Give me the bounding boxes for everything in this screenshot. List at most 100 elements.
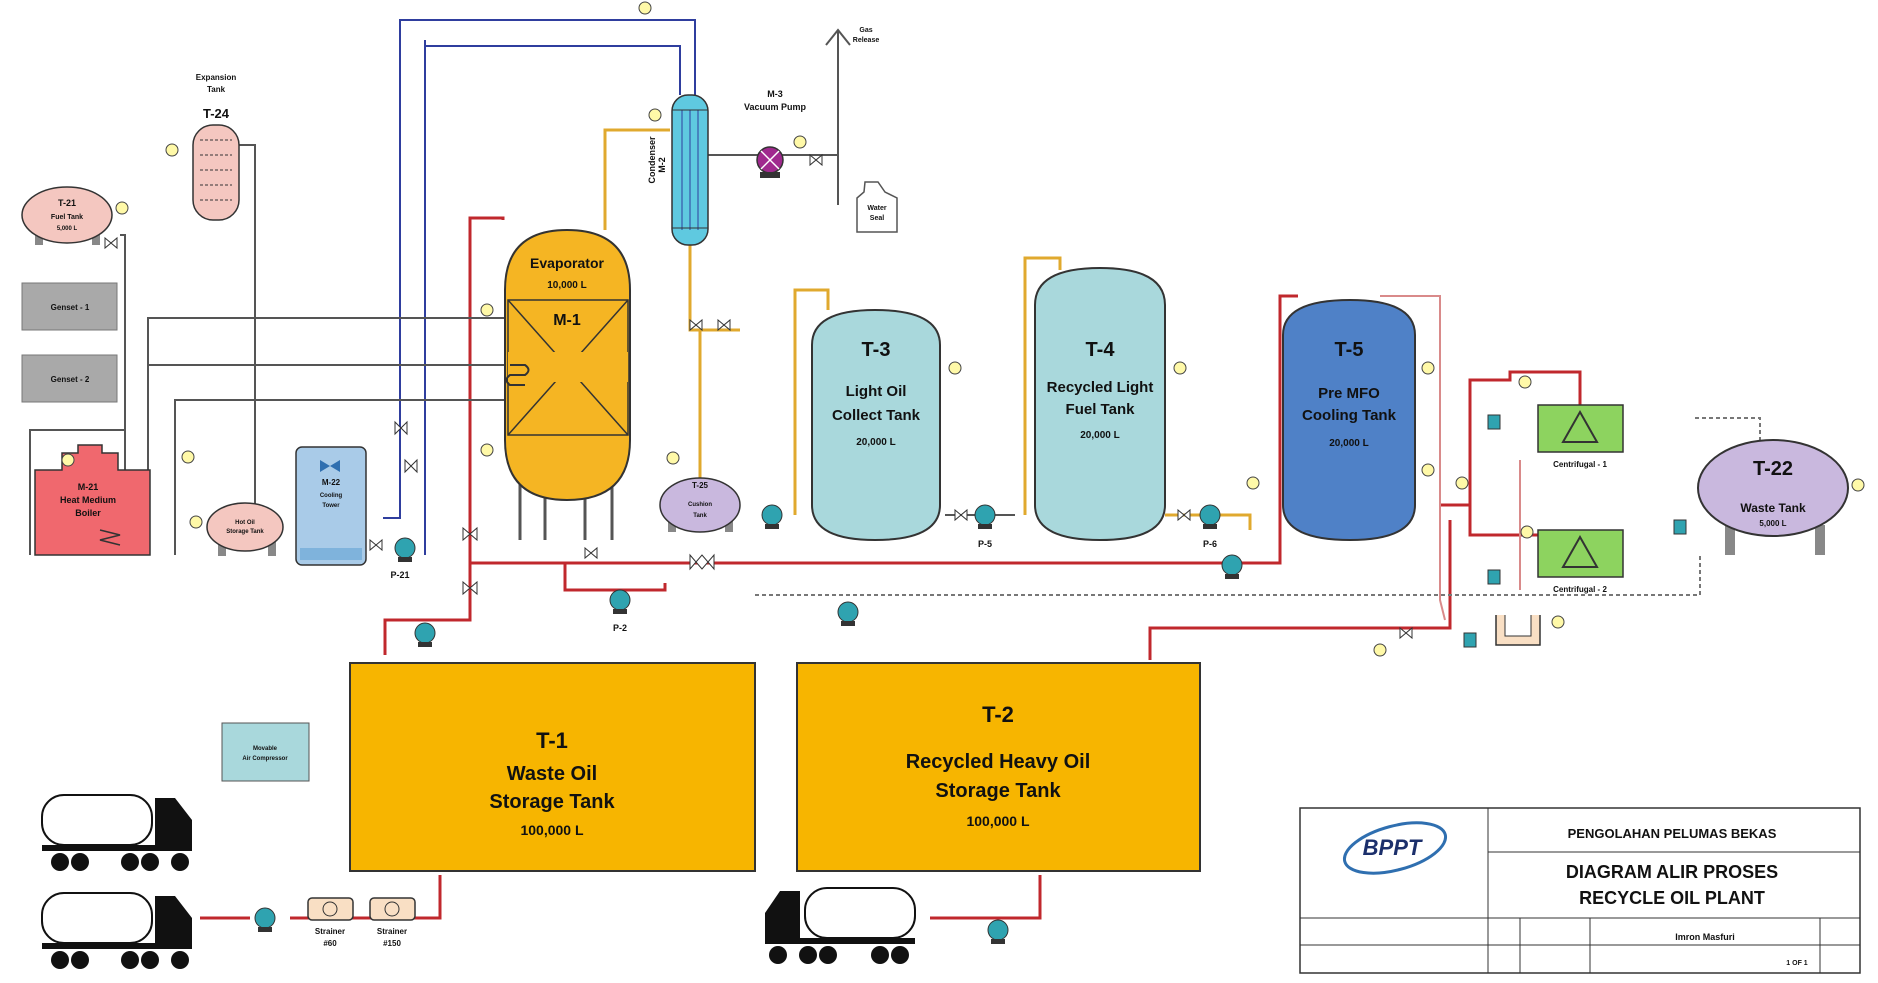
pump-p21[interactable]: P-21 [390, 537, 416, 580]
pump-t5-recycle[interactable] [1221, 554, 1243, 579]
pump-t1-outlet[interactable] [414, 622, 436, 647]
tanker-truck-2 [41, 892, 192, 969]
instrument-icon[interactable] [1551, 615, 1565, 629]
tank-t22-name: Waste Tank [1740, 501, 1806, 515]
instrument-icon[interactable] [1520, 525, 1534, 539]
pump-p5[interactable]: P-5 [974, 504, 996, 549]
tank-t25-name2: Tank [693, 513, 707, 519]
valve-icon[interactable] [462, 526, 478, 542]
valve-icon[interactable] [404, 458, 418, 474]
strainer-150-label-1: Strainer [377, 927, 407, 936]
instrument-icon[interactable] [1518, 375, 1532, 389]
vacuum-pump-m3[interactable]: M-3 Vacuum Pump [744, 89, 807, 178]
tank-t1-id: T-1 [536, 728, 568, 753]
pump-transfer-in[interactable] [254, 907, 276, 932]
centrifugal-2[interactable]: Centrifugal - 2 [1537, 529, 1624, 594]
valve-icon[interactable] [462, 580, 478, 596]
centrifugal-1[interactable]: Centrifugal - 1 [1537, 404, 1624, 469]
instrument-icon[interactable] [648, 108, 662, 122]
valve-icon[interactable] [1177, 508, 1191, 522]
instrument-icon[interactable] [793, 135, 807, 149]
tank-t4-name1: Recycled Light [1047, 379, 1154, 396]
tank-t1[interactable]: T-1 Waste Oil Storage Tank 100,000 L [349, 662, 756, 872]
instrument-icon[interactable] [638, 1, 652, 15]
air-compressor[interactable]: Movable Air Compressor [221, 722, 310, 782]
instrument-icon[interactable] [1421, 463, 1435, 477]
instrument-icon[interactable] [181, 450, 195, 464]
valve-icon[interactable] [689, 318, 703, 332]
instrument-icon[interactable] [165, 143, 179, 157]
hot-oil-storage-tank[interactable]: Hot Oil Storage Tank [206, 502, 284, 556]
pump-sludge[interactable] [1463, 632, 1477, 648]
strainer-150[interactable]: Strainer #150 [369, 897, 416, 948]
tank-t2-name2: Storage Tank [935, 780, 1061, 802]
tank-t22[interactable]: T-22 Waste Tank 5,000 L [1697, 439, 1849, 555]
genset-2[interactable]: Genset - 2 [21, 354, 118, 403]
genset-1-label: Genset - 1 [51, 303, 90, 312]
instrument-icon[interactable] [115, 201, 129, 215]
evaporator-id: M-1 [553, 312, 581, 329]
title-drawn-by: Imron Masfuri [1675, 932, 1735, 942]
tank-t2-capacity: 100,000 L [966, 813, 1029, 829]
tank-t24[interactable]: Expansion Tank T-24 [192, 73, 240, 221]
pump-p6[interactable]: P-6 [1199, 504, 1221, 549]
instrument-icon[interactable] [1455, 476, 1469, 490]
heating-coil-icon [505, 364, 530, 386]
valve-icon[interactable] [1399, 626, 1413, 640]
tank-t21-name: Fuel Tank [51, 214, 83, 221]
instrument-icon[interactable] [1851, 478, 1865, 492]
instrument-icon[interactable] [948, 361, 962, 375]
tank-t5[interactable]: T-5 Pre MFO Cooling Tank 20,000 L [1282, 298, 1416, 542]
pump-centrifuge-1[interactable] [1487, 414, 1501, 430]
instrument-icon[interactable] [1246, 476, 1260, 490]
valve-icon[interactable] [689, 553, 715, 571]
boiler-m21[interactable]: M-21 Heat Medium Boiler [34, 444, 151, 556]
tank-t24-top1: Expansion [196, 73, 237, 82]
tank-t21[interactable]: T-21 Fuel Tank 5,000 L [21, 186, 113, 245]
pump-t2-outlet[interactable] [987, 919, 1009, 944]
valve-icon[interactable] [717, 318, 731, 332]
instrument-icon[interactable] [1373, 643, 1387, 657]
instrument-icon[interactable] [480, 303, 494, 317]
instrument-icon[interactable] [1173, 361, 1187, 375]
tank-t25[interactable]: T-25 Cushion Tank [659, 477, 741, 533]
pump-centrifuge-2[interactable] [1487, 569, 1501, 585]
evaporator-capacity: 10,000 L [547, 280, 586, 291]
pump-t3-transfer[interactable] [761, 504, 783, 529]
pump-p6-label: P-6 [1203, 539, 1217, 549]
valve-icon[interactable] [954, 508, 968, 522]
tank-t4[interactable]: T-4 Recycled Light Fuel Tank 20,000 L [1034, 266, 1166, 542]
pump-waste-line[interactable] [837, 601, 859, 626]
condenser-id: M-2 [657, 157, 667, 173]
pipe-evap-vapor [603, 128, 670, 230]
valve-icon[interactable] [369, 538, 383, 552]
pump-p21-label: P-21 [390, 570, 409, 580]
instrument-icon[interactable] [189, 515, 203, 529]
tank-t3-capacity: 20,000 L [856, 437, 895, 448]
cooling-tower-m22[interactable]: M-22 Cooling Tower [295, 446, 367, 566]
evaporator-m1[interactable]: Evaporator 10,000 L M-1 [504, 228, 631, 540]
genset-1[interactable]: Genset - 1 [21, 282, 118, 331]
boiler-label-1: Heat Medium [60, 495, 116, 505]
tank-t21-id: T-21 [58, 198, 76, 208]
pump-p2[interactable]: P-2 [609, 589, 631, 633]
valve-icon[interactable] [104, 236, 118, 250]
valve-icon[interactable] [809, 153, 823, 167]
strainer-60[interactable]: Strainer #60 [307, 897, 354, 948]
tank-t5-capacity: 20,000 L [1329, 438, 1368, 449]
valve-icon[interactable] [584, 546, 598, 560]
pump-waste-tank[interactable] [1673, 519, 1687, 535]
compressor-label-1: Movable [253, 746, 278, 752]
title-project: PENGOLAHAN PELUMAS BEKAS [1568, 826, 1777, 841]
tank-t2[interactable]: T-2 Recycled Heavy Oil Storage Tank 100,… [796, 662, 1201, 872]
instrument-icon[interactable] [61, 453, 75, 467]
tank-t3[interactable]: T-3 Light Oil Collect Tank 20,000 L [811, 308, 941, 542]
vacuum-pump-label: Vacuum Pump [744, 102, 807, 112]
condenser-m2[interactable]: Condenser M-2 [647, 94, 709, 246]
valve-icon[interactable] [394, 420, 408, 436]
instrument-icon[interactable] [1421, 361, 1435, 375]
instrument-icon[interactable] [666, 451, 680, 465]
instrument-icon[interactable] [480, 443, 494, 457]
title-sheet: 1 OF 1 [1786, 960, 1808, 967]
tank-t3-id: T-3 [862, 339, 891, 361]
